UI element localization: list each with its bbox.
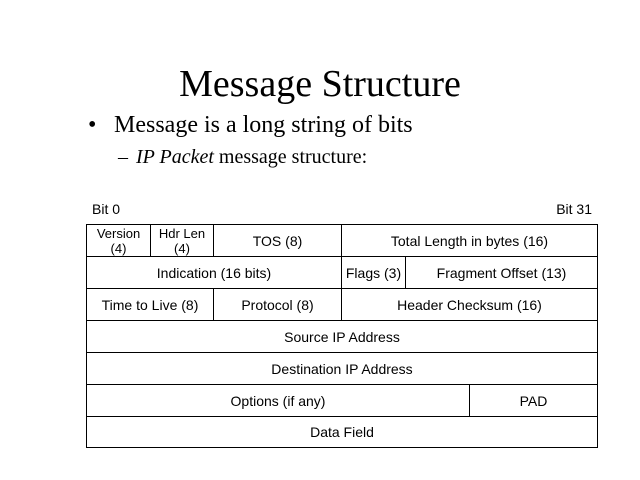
sub-bullet-text: message structure: bbox=[213, 146, 368, 168]
hdr-len-label: Hdr Len bbox=[158, 225, 206, 241]
sub-bullet-italic: IP Packet bbox=[136, 146, 214, 168]
total-length-field: Total Length in bytes (16) bbox=[341, 224, 598, 257]
hdr-len-bits: (4) bbox=[174, 240, 190, 256]
protocol-field: Protocol (8) bbox=[213, 288, 342, 321]
destination-ip-field: Destination IP Address bbox=[86, 352, 598, 385]
bullet-marker: • bbox=[88, 112, 97, 138]
source-ip-field: Source IP Address bbox=[86, 320, 598, 353]
sub-bullet: –IP Packet message structure: bbox=[118, 144, 367, 170]
tos-field: TOS (8) bbox=[213, 224, 342, 257]
version-label: Version bbox=[96, 225, 141, 241]
flags-field: Flags (3) bbox=[341, 256, 406, 289]
ip-packet-diagram: Version (4) Hdr Len (4) TOS (8) Total Le… bbox=[86, 224, 598, 448]
bullet-text: Message is a long string of bits bbox=[114, 112, 413, 138]
data-field: Data Field bbox=[86, 416, 598, 448]
sub-bullet-dash: – bbox=[118, 146, 128, 168]
header-checksum-field: Header Checksum (16) bbox=[341, 288, 598, 321]
slide-title: Message Structure bbox=[179, 63, 461, 105]
options-field: Options (if any) bbox=[86, 384, 470, 417]
bit-start-label: Bit 0 bbox=[92, 201, 121, 217]
hdr-len-field: Hdr Len (4) bbox=[150, 224, 214, 257]
version-bits: (4) bbox=[110, 240, 127, 256]
indication-field: Indication (16 bits) bbox=[86, 256, 342, 289]
fragment-offset-field: Fragment Offset (13) bbox=[405, 256, 598, 289]
version-field: Version (4) bbox=[86, 224, 151, 257]
ttl-field: Time to Live (8) bbox=[86, 288, 214, 321]
pad-field: PAD bbox=[469, 384, 598, 417]
bit-end-label: Bit 31 bbox=[556, 201, 592, 217]
